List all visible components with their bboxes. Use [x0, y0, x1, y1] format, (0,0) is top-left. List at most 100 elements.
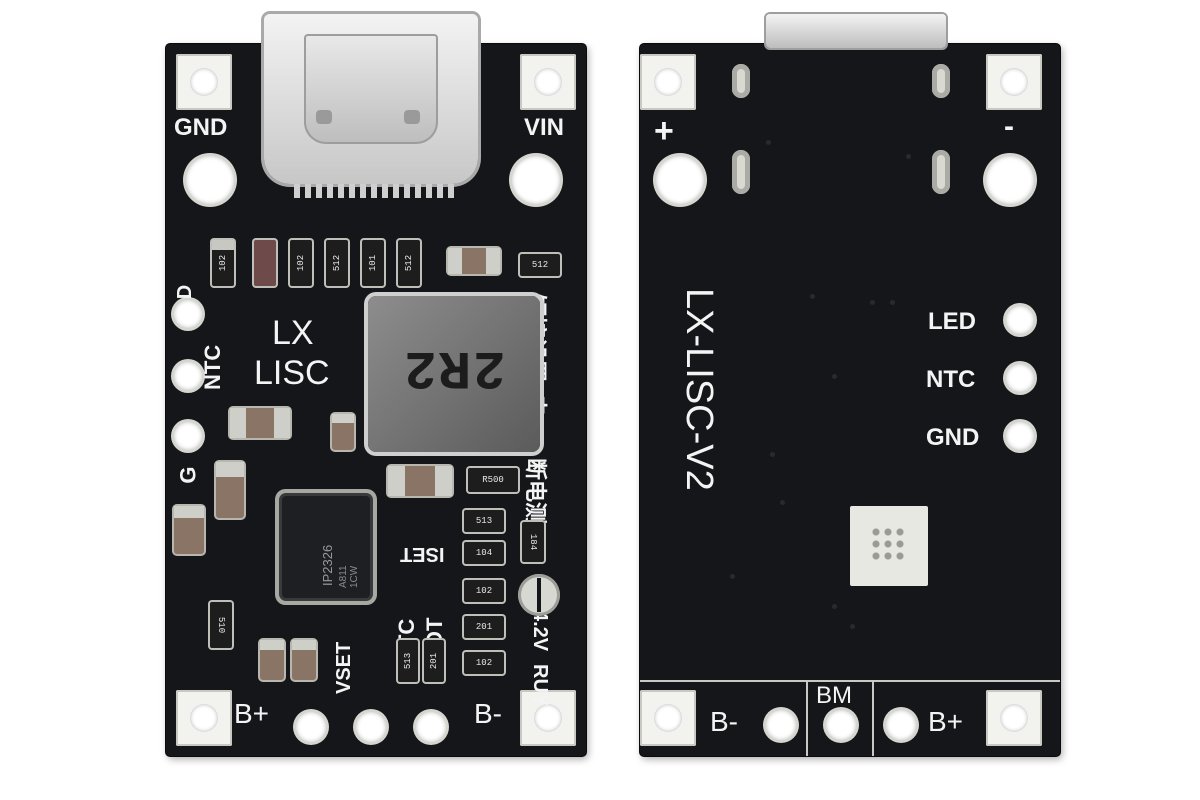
silk-vin: VIN: [524, 114, 565, 141]
front-mount-hole-left: [186, 156, 234, 204]
front-pad-bottom-left: [176, 690, 232, 746]
usb-c-pins: [294, 184, 454, 198]
silk-minus: -: [1004, 110, 1014, 143]
silk-bm: BM: [816, 682, 852, 709]
via: [832, 374, 837, 379]
resistor-r13: 510: [210, 602, 232, 648]
back-pad-top-left: [640, 54, 696, 110]
usb-slot-1: [732, 64, 750, 98]
resistor-r15: 201: [424, 640, 444, 682]
via: [906, 154, 911, 159]
resistor-r9: 102: [464, 580, 504, 602]
silk-b-minus-back: B-: [710, 706, 738, 737]
silk-model: LX-LISC-V2: [678, 288, 720, 491]
usb-slot-2: [932, 64, 950, 98]
silk-d: D: [174, 284, 197, 300]
front-hole-d: [174, 300, 202, 328]
capacitor-left-2: [332, 414, 354, 450]
usb-c-connector: [264, 14, 478, 184]
resistor-r14: 513: [398, 640, 418, 682]
resistor-r500: R500: [468, 468, 518, 492]
silk-gnd: GND: [174, 114, 228, 141]
silk-chinese-note-3: 4.2V: [529, 610, 551, 652]
silk-led: LED: [928, 308, 976, 335]
resistor-r8: 104: [464, 542, 504, 564]
front-hole-ntc: [174, 362, 202, 390]
back-pcb-board: + - LED NTC GND LX-LISC-V2 B- BM B+: [640, 14, 1060, 756]
back-hole-bm: [826, 710, 856, 740]
silk-frame-div-1: [806, 680, 808, 756]
back-hole-b-plus: [886, 710, 916, 740]
resistor-r3: 512: [326, 240, 348, 286]
resistor-r5: 512: [398, 240, 420, 286]
resistor-r4: 101: [362, 240, 384, 286]
back-hole-gnd: [1006, 422, 1034, 450]
front-hole-bottom-2: [356, 712, 386, 742]
back-hole-ntc: [1006, 364, 1034, 392]
front-pad-top-right: [520, 54, 576, 110]
silk-iset: ISET: [400, 543, 445, 565]
resistor-r10: 201: [464, 616, 504, 638]
silk-lx: LX: [272, 314, 314, 352]
solder-jumper: [518, 574, 560, 616]
capacitor-left-1: [230, 408, 290, 438]
silk-ntc: NTC: [200, 344, 225, 390]
via: [832, 604, 837, 609]
capacitor-left-4: [174, 506, 204, 554]
chip-marking-1: IP2326: [320, 544, 335, 586]
via: [810, 294, 815, 299]
silk-lisc: LISC: [254, 354, 330, 392]
silk-vset: VSET: [333, 641, 355, 694]
resistor-r11: 102: [464, 652, 504, 674]
resistor-r1: 102: [212, 240, 234, 286]
via: [766, 140, 771, 145]
silk-gnd-back: GND: [926, 424, 980, 451]
charger-ic-chip: IP2326 A811 1CW: [282, 496, 370, 598]
silk-ntc-back: NTC: [926, 366, 976, 393]
silk-chinese-note-4: RUY: [529, 664, 551, 707]
via: [870, 300, 875, 305]
back-pad-bottom-left: [640, 690, 696, 746]
capacitor-left-3: [216, 462, 244, 518]
capacitor-below-inductor: [388, 466, 452, 496]
capacitor-bottom-2: [292, 640, 316, 680]
inductor-marking: 2R2: [402, 336, 506, 397]
silk-frame-div-2: [872, 680, 874, 756]
back-pad-bottom-right: [986, 690, 1042, 746]
usb-slot-4: [932, 150, 950, 194]
front-hole-bottom-1: [296, 712, 326, 742]
front-hole-g: [174, 422, 202, 450]
silk-plus: +: [654, 112, 674, 150]
led-indicator: [254, 240, 276, 286]
resistor-r7: 513: [464, 510, 504, 532]
via: [780, 500, 785, 505]
back-mount-hole-left: [656, 156, 704, 204]
silk-b-minus: B-: [474, 698, 502, 729]
silk-g: G: [175, 466, 201, 484]
back-hole-led: [1006, 306, 1034, 334]
front-mount-hole-right: [512, 156, 560, 204]
usb-slot-3: [732, 150, 750, 194]
via: [850, 624, 855, 629]
back-hole-b-minus: [766, 710, 796, 740]
resistor-r2: 102: [290, 240, 312, 286]
via: [770, 452, 775, 457]
front-pad-top-left: [176, 54, 232, 110]
via: [890, 300, 895, 305]
capacitor-top: [448, 248, 500, 274]
front-pcb-board: GND VIN D NTC G LX LISC B+ B- VSET NTC R…: [166, 14, 586, 756]
back-pad-top-right: [986, 54, 1042, 110]
silk-b-plus: B+: [234, 698, 270, 729]
usb-c-connector-back: [766, 14, 946, 48]
chip-marking-2: A811 1CW: [338, 565, 360, 588]
front-hole-bottom-3: [416, 712, 446, 742]
resistor-r12: 184: [522, 522, 544, 562]
test-pad: [850, 506, 928, 586]
back-mount-hole-right: [986, 156, 1034, 204]
capacitor-bottom-1: [260, 640, 284, 680]
resistor-r6: 512: [520, 254, 560, 276]
inductor: 2R2: [368, 296, 540, 452]
front-pad-bottom-right: [520, 690, 576, 746]
via: [730, 574, 735, 579]
silk-b-plus-back: B+: [928, 706, 964, 737]
